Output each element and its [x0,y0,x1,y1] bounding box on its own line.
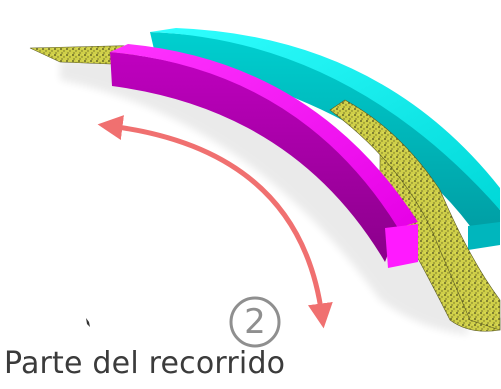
curved-double-arrow-icon [97,115,333,329]
cyan-bar [150,28,500,250]
bars-shadow [60,58,470,335]
speck-mark [86,318,90,327]
diagram-caption: Parte del recorrido [4,346,286,381]
textured-strip-middle [329,99,501,331]
magenta-bar [110,44,418,268]
step-circle-icon [229,296,281,348]
